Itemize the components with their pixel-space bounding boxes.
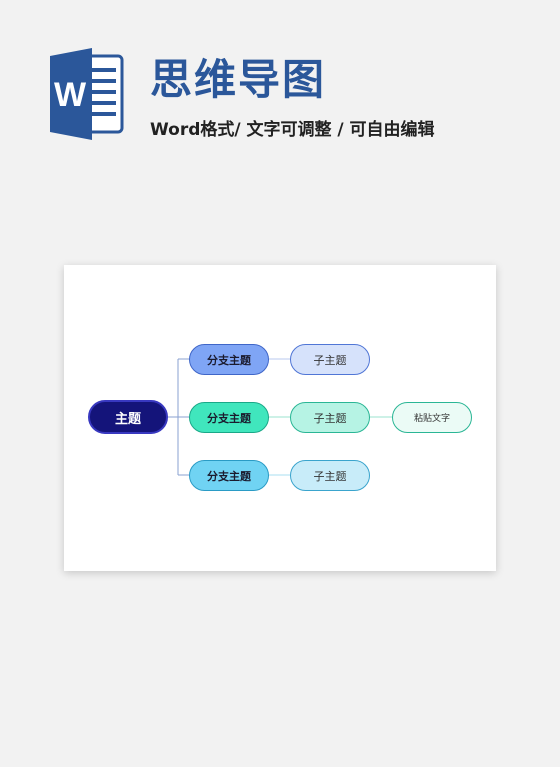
subtopic-node-3[interactable]: 子主题	[290, 460, 370, 491]
page-subtitle: Word格式/ 文字可调整 / 可自由编辑	[150, 120, 435, 140]
branch-topic-node-2[interactable]: 分支主题	[189, 402, 269, 433]
logo-letter: W	[54, 76, 87, 114]
root-topic-node[interactable]: 主题	[88, 400, 168, 434]
paste-text-node[interactable]: 粘贴文字	[392, 402, 472, 433]
header: W 思维导图 Word格式/ 文字可调整 / 可自由编辑	[0, 0, 560, 160]
connector-lines	[168, 358, 392, 476]
word-logo-icon: W	[50, 48, 124, 140]
page-title: 思维导图	[150, 55, 327, 104]
branch-topic-node-1[interactable]: 分支主题	[189, 344, 269, 375]
mindmap-card: 主题 分支主题 分支主题 分支主题 子主题 子主题 子主题 粘贴文字	[64, 265, 496, 571]
subtopic-node-1[interactable]: 子主题	[290, 344, 370, 375]
subtopic-node-2[interactable]: 子主题	[290, 402, 370, 433]
branch-topic-node-3[interactable]: 分支主题	[189, 460, 269, 491]
